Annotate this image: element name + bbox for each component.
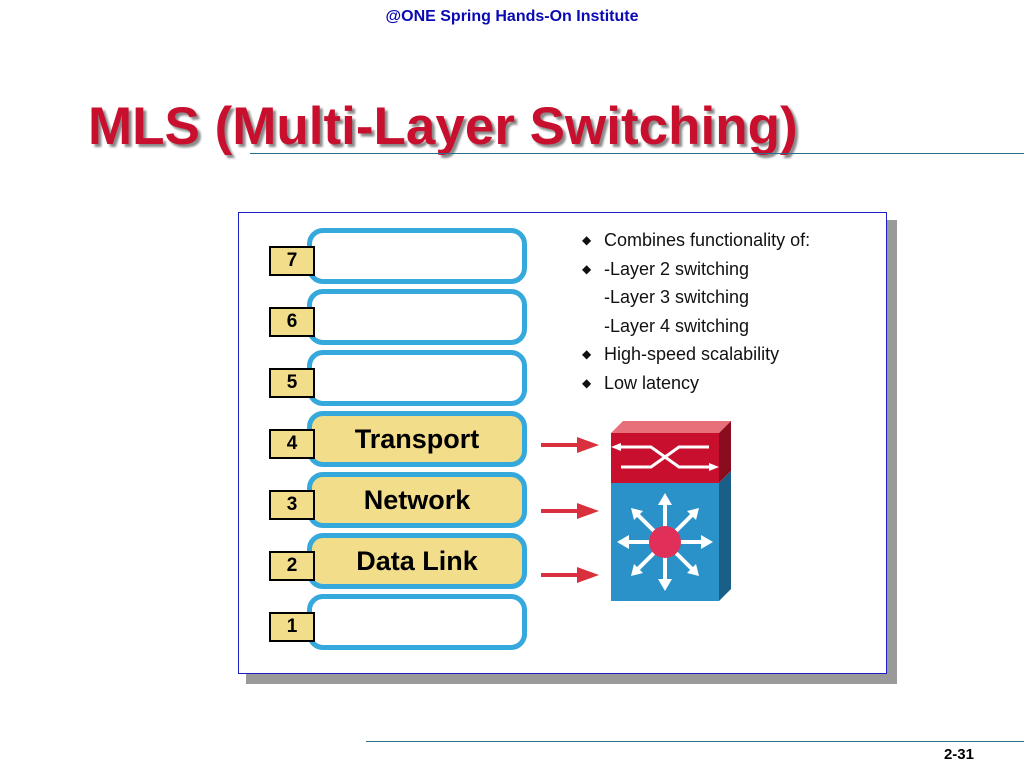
layer-box-7 [307, 228, 527, 284]
feature-item: ◆ -Layer 2 switching [579, 255, 810, 284]
layer-box-6 [307, 289, 527, 345]
arrow-right-icon [541, 437, 599, 453]
layer-box-1 [307, 594, 527, 650]
page-number: 2-31 [943, 746, 974, 763]
layer-number-badge: 1 [269, 612, 315, 642]
footer-divider [366, 741, 1024, 742]
feature-item: -Layer 3 switching [579, 283, 810, 312]
slide-title: MLS (Multi-Layer Switching) [88, 97, 798, 156]
diamond-bullet-icon: ◆ [582, 233, 592, 247]
feature-item: ◆ Low latency [579, 369, 810, 398]
multilayer-switch-icon [611, 421, 731, 601]
feature-list: ◆ Combines functionality of: ◆ -Layer 2 swi… [579, 226, 810, 398]
feature-item: ◆ High-speed scalability [579, 340, 810, 369]
layer-number-badge: 7 [269, 246, 315, 276]
layer-box-2: Data Link [307, 533, 527, 589]
feature-text: -Layer 3 switching [604, 287, 750, 308]
layer-number-badge: 6 [269, 307, 315, 337]
feature-text: -Layer 4 switching [604, 315, 750, 336]
arrow-right-icon [541, 567, 599, 583]
feature-text: High-speed scalability [604, 344, 780, 365]
feature-item: ◆ Combines functionality of: [579, 226, 810, 255]
diamond-bullet-icon: ◆ [582, 261, 592, 276]
layer-box-3: Network [307, 472, 527, 528]
layer-box-4: Transport [307, 411, 527, 467]
layer-number-badge: 5 [269, 368, 315, 398]
feature-text: Combines functionality of: [604, 230, 811, 250]
feature-text: -Layer 2 switching [604, 258, 750, 279]
feature-text: Low latency [604, 372, 700, 393]
layer-box-5 [307, 350, 527, 406]
layer-number-badge: 2 [269, 551, 315, 581]
feature-item: -Layer 4 switching [579, 312, 810, 341]
header-text: @ONE Spring Hands-On Institute [385, 8, 639, 25]
diamond-bullet-icon: ◆ [582, 375, 592, 390]
title-divider [250, 153, 1024, 154]
diamond-bullet-icon: ◆ [582, 347, 592, 362]
layer-number-badge: 3 [269, 490, 315, 520]
arrow-right-icon [541, 503, 599, 519]
layer-number-badge: 4 [269, 429, 315, 459]
